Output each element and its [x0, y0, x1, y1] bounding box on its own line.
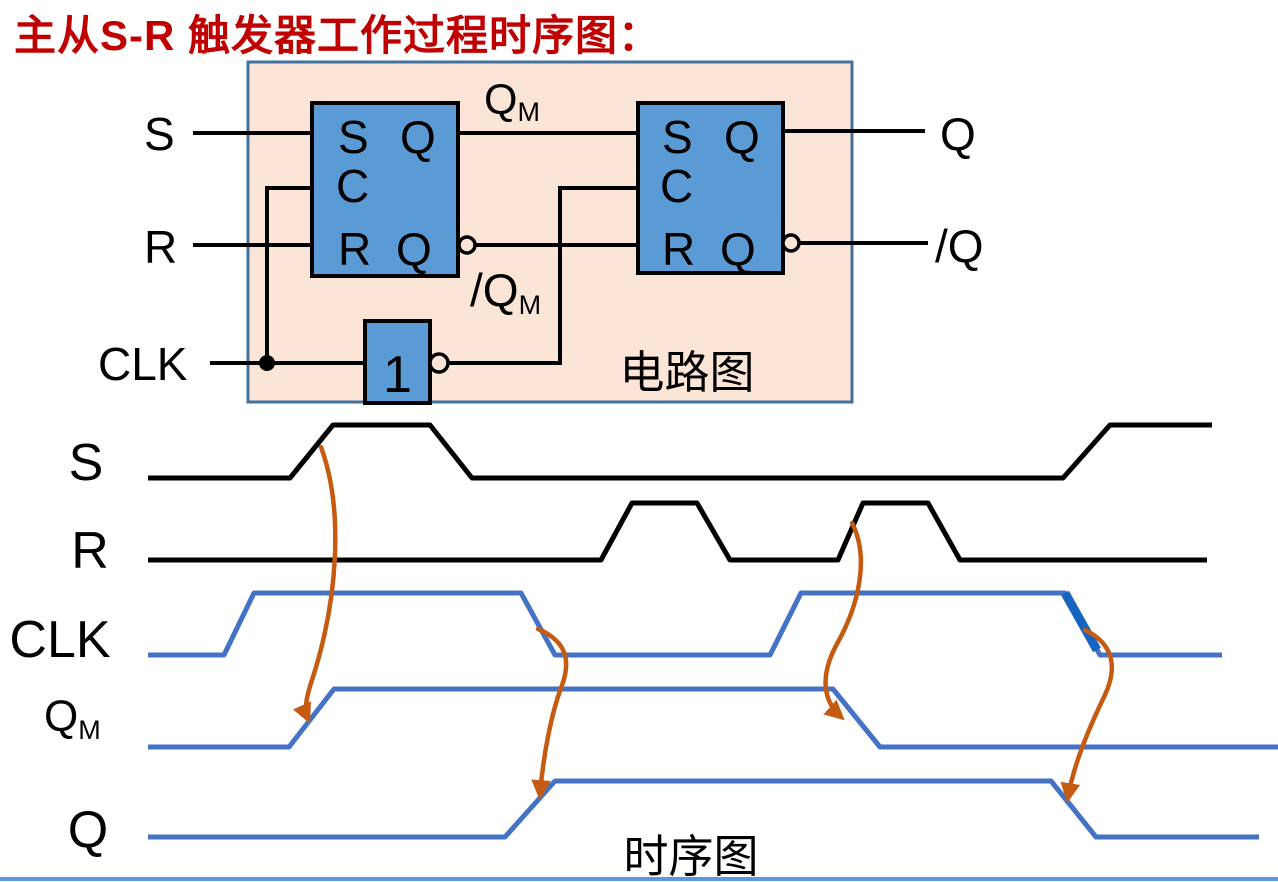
master-flipflop — [310, 101, 460, 278]
master-pin-q: Q — [400, 111, 436, 163]
inverter-label: 1 — [383, 346, 412, 404]
clk-falling-edge-emphasis — [1061, 590, 1101, 653]
wave-label-qm: QM — [44, 692, 101, 745]
label-qm: QM — [484, 76, 540, 127]
wave-label-q: Q — [68, 801, 108, 859]
waveform-clk — [148, 590, 1222, 658]
input-label-clk: CLK — [98, 338, 188, 390]
slave-pin-r: R — [662, 223, 695, 275]
slave-pin-s: S — [662, 111, 693, 163]
circuit-diagram: S Q C R Q S Q C R Q 1 S R CLK Q /Q QM — [98, 60, 984, 405]
slave-pin-qbar: Q — [720, 223, 756, 275]
timing-caption: 时序图 — [623, 831, 758, 882]
input-label-r: R — [144, 221, 177, 273]
wire-invclk-to-slave-c — [448, 186, 638, 365]
output-label-qbar: /Q — [935, 220, 984, 272]
arrow-clk-fall-to-q-rise — [531, 626, 569, 800]
output-label-q: Q — [940, 108, 976, 160]
inversion-bubble-slave — [781, 233, 801, 253]
junction-dot — [259, 355, 275, 371]
wave-label-r: R — [71, 522, 109, 580]
wave-label-s: S — [69, 434, 104, 492]
wave-label-clk: CLK — [9, 611, 110, 669]
master-pin-qbar: Q — [396, 223, 432, 275]
inversion-bubble-inverter — [428, 352, 450, 374]
waveform-r — [148, 500, 1207, 563]
wire-clk-to-master-c — [265, 186, 312, 363]
waveform-qm — [148, 686, 1278, 750]
arrow-clk-fall-to-q-fall — [1060, 627, 1114, 803]
label-qmbar: /QM — [470, 264, 541, 320]
master-pin-r: R — [338, 223, 371, 275]
master-pin-c: C — [336, 160, 369, 212]
slave-flipflop — [636, 101, 785, 275]
slave-pin-c: C — [660, 160, 693, 212]
page-title: 主从S-R 触发器工作过程时序图： — [14, 12, 662, 59]
waveform-s — [148, 422, 1212, 481]
circuit-caption: 电路图 — [619, 347, 754, 398]
input-label-s: S — [144, 108, 175, 160]
master-pin-s: S — [338, 111, 369, 163]
slide-footer-bar — [0, 877, 1278, 881]
timing-diagram: S R CLK QM Q 时序图 — [9, 422, 1278, 882]
inversion-bubble-master — [457, 235, 477, 255]
arrow-r-rise-to-qm-fall — [823, 520, 864, 721]
arrow-s-rise-to-qm-rise — [292, 444, 338, 724]
waveform-q — [148, 778, 1259, 840]
slave-pin-q: Q — [724, 111, 760, 163]
